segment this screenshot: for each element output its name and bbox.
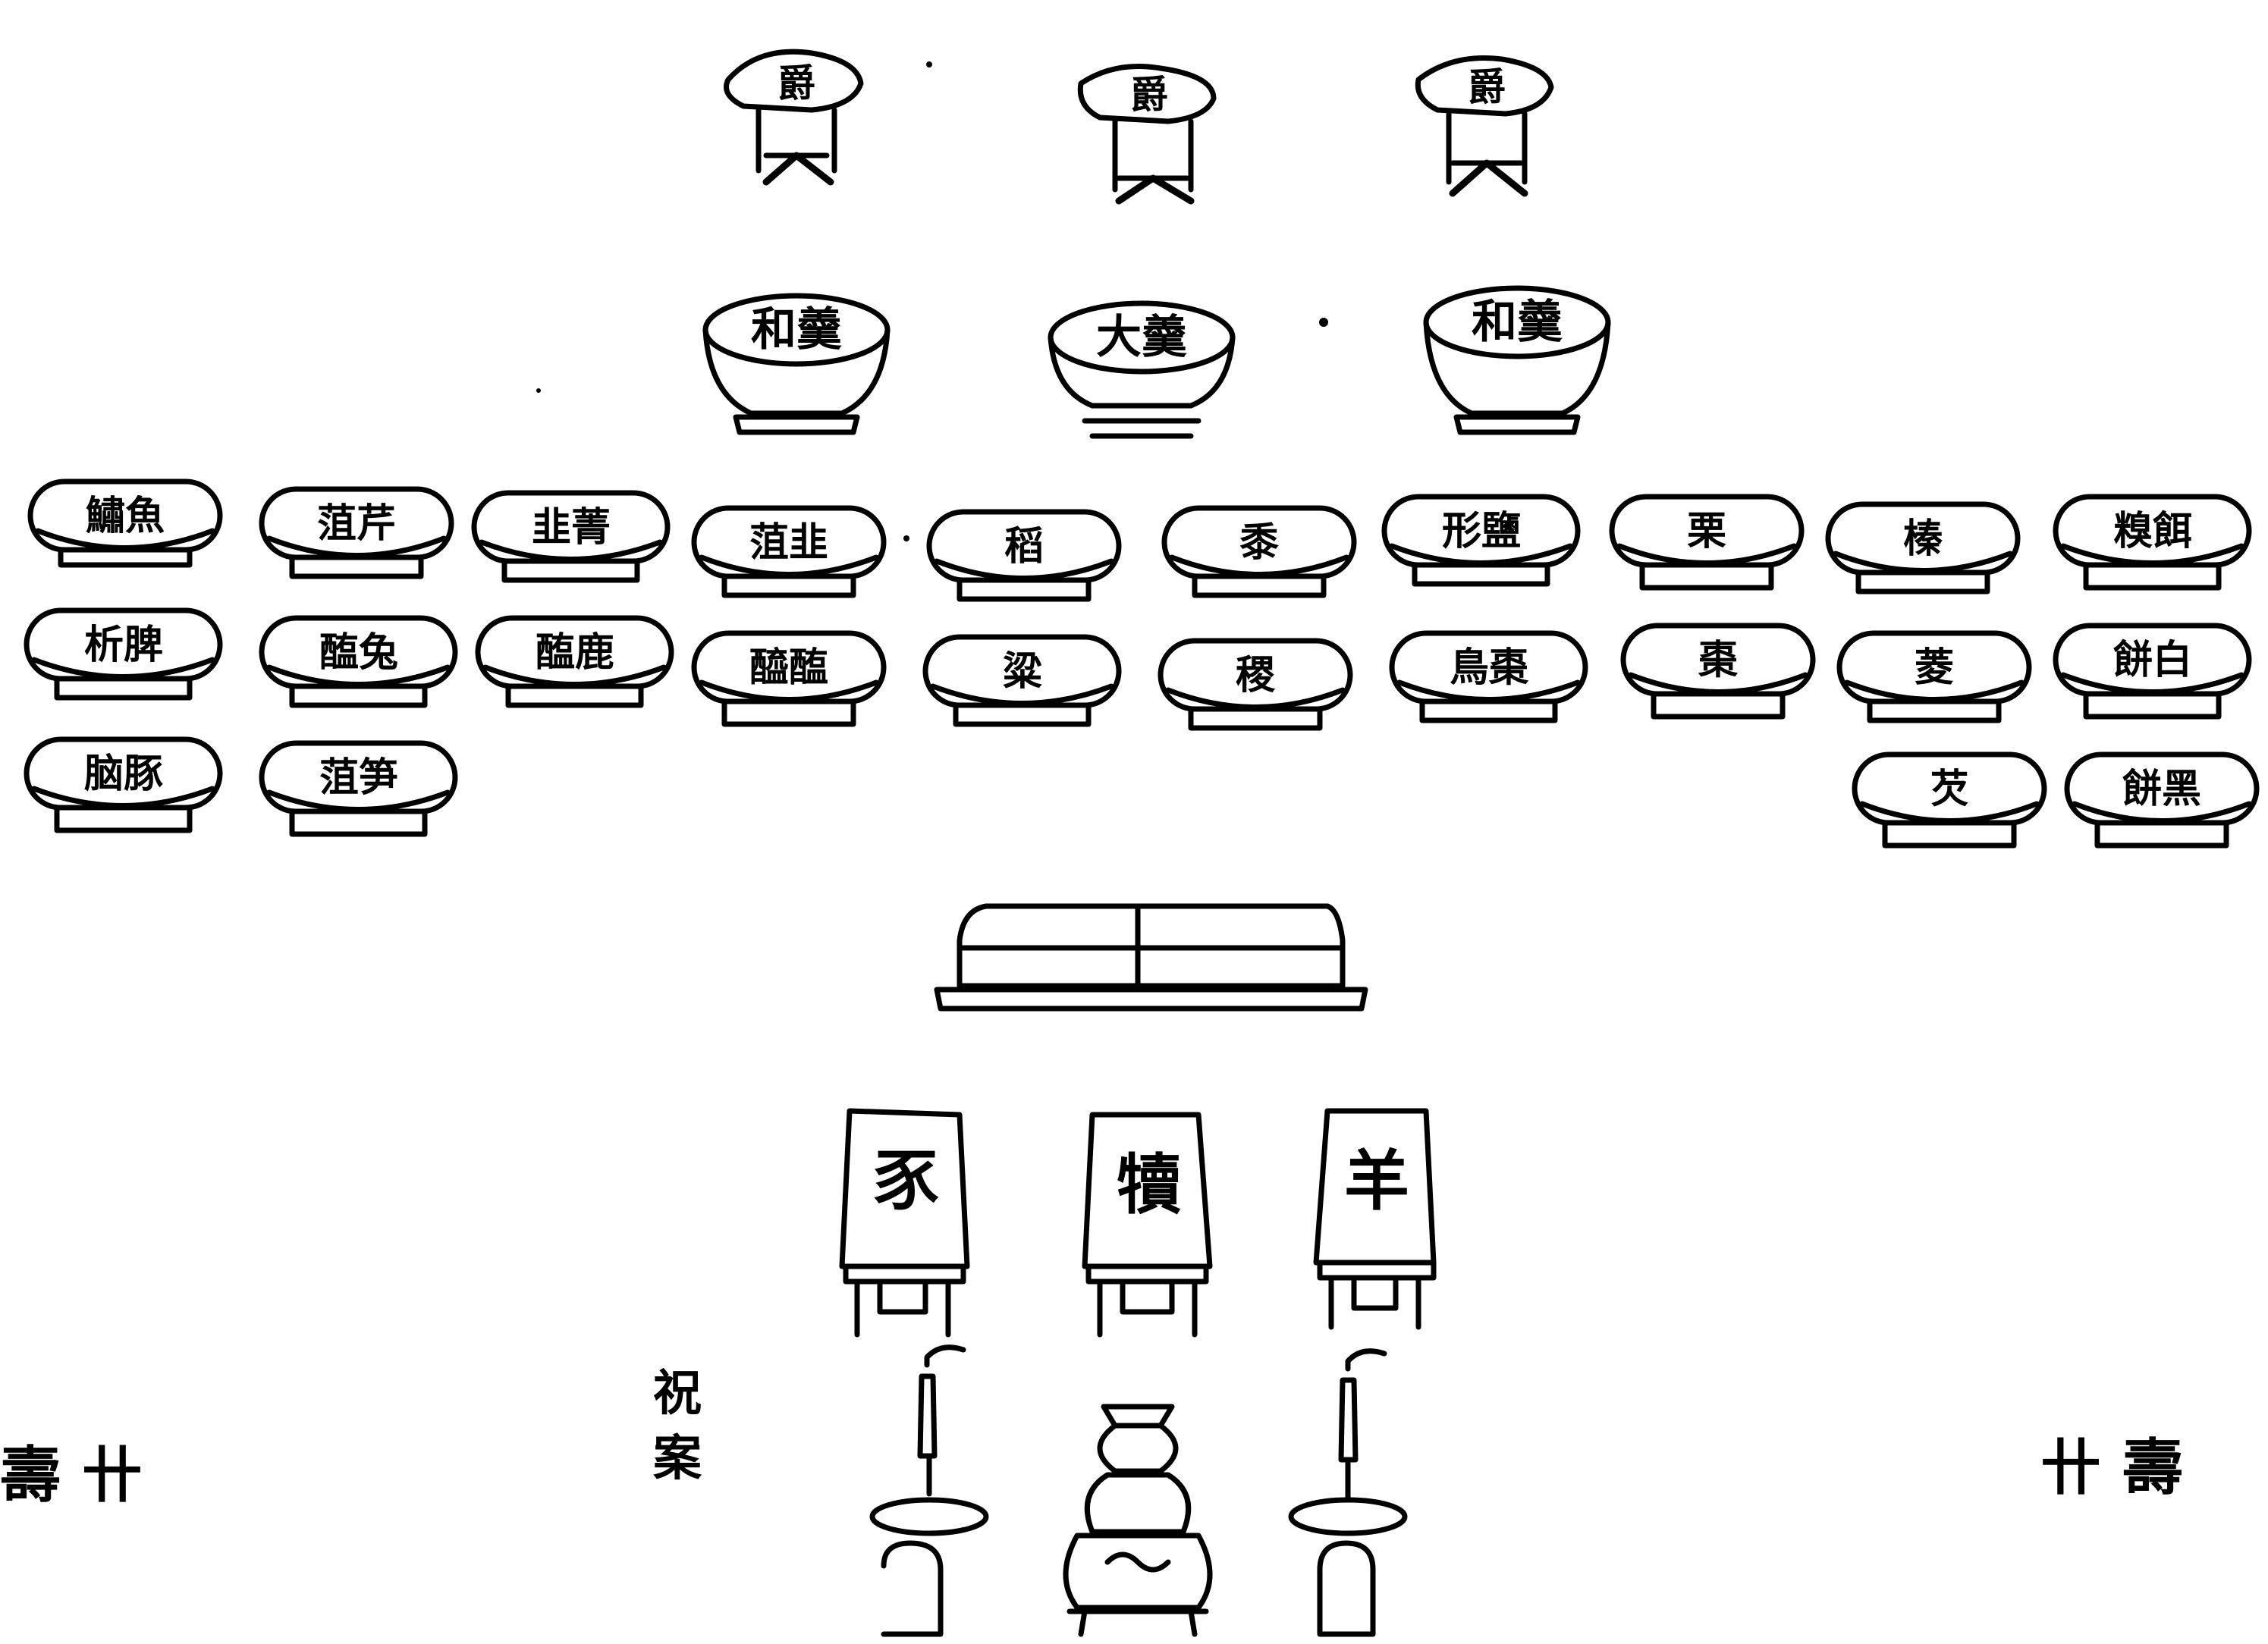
left-dish-label: 稻 bbox=[944, 527, 1104, 566]
bowl-label-right: 和羹 bbox=[1434, 300, 1600, 345]
left-dish-label: 菹笋 bbox=[279, 758, 438, 798]
jue-cup-label-1: 爵 bbox=[751, 64, 842, 102]
right-dish-label: 黍 bbox=[1180, 523, 1339, 563]
left-dish-label: 醯醢 bbox=[709, 648, 869, 688]
offering-table bbox=[937, 906, 1365, 1009]
right-dish-label: 栗 bbox=[1627, 512, 1786, 551]
stand-label-calf: 犢 bbox=[1100, 1153, 1198, 1218]
left-dish-label: 鱐魚 bbox=[46, 497, 205, 536]
left-dish-label: 菹韭 bbox=[709, 523, 869, 563]
jue-cup-label-3: 爵 bbox=[1441, 68, 1532, 106]
candlestick-right bbox=[1291, 1351, 1405, 1634]
right-dish-label: 棗 bbox=[1638, 641, 1798, 680]
decorative-marks bbox=[536, 61, 1328, 541]
right-dish-label: 餅白 bbox=[2073, 641, 2232, 680]
left-dish-label: 析脾 bbox=[44, 626, 203, 665]
left-dish-label: 韭菁 bbox=[492, 508, 651, 547]
right-dish-label: 餅黑 bbox=[2082, 770, 2241, 809]
left-dish-label: 粱 bbox=[943, 652, 1102, 692]
right-dish-label: 糗餌 bbox=[2073, 512, 2232, 551]
left-dish-label: 脑豚 bbox=[44, 755, 203, 794]
right-dish-label: 菱 bbox=[1855, 648, 2014, 688]
right-dish-label: 芡 bbox=[1870, 770, 2029, 809]
left-dish-label: 菹芹 bbox=[277, 504, 436, 544]
right-dish-label: 形鹽 bbox=[1402, 512, 1561, 551]
left-dish-label: 醢鹿 bbox=[495, 633, 655, 673]
candlestick-left bbox=[872, 1348, 986, 1634]
bowl-label-left: 和羹 bbox=[713, 307, 880, 353]
right-dish-label: 稷 bbox=[1176, 656, 1335, 695]
left-edge-text: 壽 卄 bbox=[0, 1445, 143, 1505]
right-dish-label: 榛 bbox=[1843, 519, 2003, 559]
stand-label-sheep: 羊 bbox=[1327, 1149, 1426, 1214]
right-dish-label: 鳥棗 bbox=[1409, 648, 1569, 688]
right-edge-text: 卄 壽 bbox=[2040, 1437, 2183, 1498]
stand-label-pig: 豕 bbox=[857, 1149, 956, 1214]
left-dish-label: 醢兔 bbox=[279, 633, 438, 673]
jue-cup-label-2: 爵 bbox=[1104, 76, 1195, 114]
incense-burner bbox=[1066, 1407, 1210, 1634]
prayer-board-label: 祝 案 bbox=[643, 1361, 711, 1492]
bowl-label-center: 大羹 bbox=[1058, 315, 1225, 360]
